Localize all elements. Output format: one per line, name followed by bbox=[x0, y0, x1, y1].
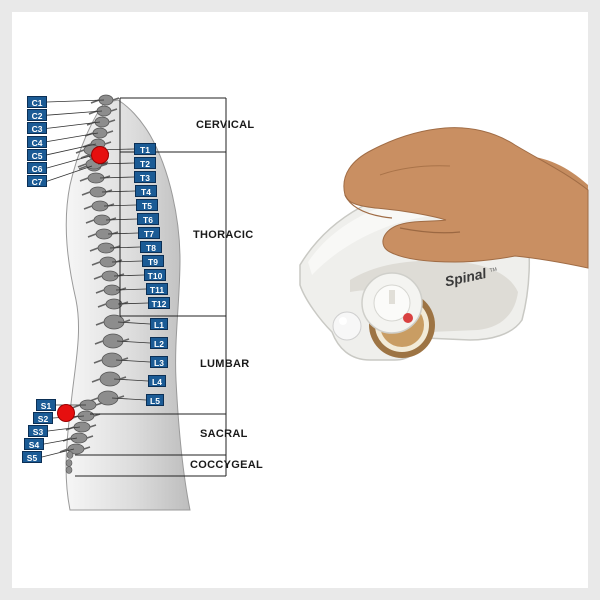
finger-crease bbox=[399, 227, 461, 234]
leader-line-t12 bbox=[117, 302, 149, 305]
vertebra-label-l4: L4 bbox=[148, 375, 166, 387]
vertebra-label-t3: T3 bbox=[134, 171, 156, 183]
vertebra-label-t4: T4 bbox=[135, 185, 157, 197]
device-brand-trademark: TM bbox=[489, 267, 497, 274]
knuckle-line bbox=[379, 165, 451, 176]
vertebra-label-c5: C5 bbox=[27, 148, 47, 161]
vertebra-process-s1 bbox=[71, 402, 103, 409]
hand bbox=[343, 127, 589, 269]
device-knob bbox=[332, 311, 362, 341]
coccyx-segment bbox=[66, 451, 74, 459]
vertebra-label-s4: S4 bbox=[24, 438, 44, 450]
leader-line-t10 bbox=[113, 274, 145, 277]
vertebra-label-s2: S2 bbox=[33, 412, 53, 424]
leader-line-c3 bbox=[46, 121, 101, 129]
vertebra-label-t6: T6 bbox=[137, 213, 159, 225]
vertebra-label-c4: C4 bbox=[27, 135, 47, 148]
leader-line-t2 bbox=[97, 162, 135, 165]
vertebra-label-s1: S1 bbox=[36, 399, 56, 411]
device-red-indicator bbox=[403, 313, 413, 323]
vertebra-label-t1: T1 bbox=[134, 143, 156, 155]
vertebra-label-t7: T7 bbox=[138, 227, 160, 239]
leader-line-c1 bbox=[46, 99, 105, 103]
leader-line-c2 bbox=[46, 110, 103, 116]
leader-line-l4 bbox=[113, 378, 149, 382]
vertebra-label-t10: T10 bbox=[144, 269, 166, 281]
leader-line-t4 bbox=[101, 190, 136, 193]
region-label-thoracic: THORACIC bbox=[193, 229, 254, 241]
vertebra-label-c1: C1 bbox=[27, 96, 47, 108]
vertebra-label-t11: T11 bbox=[146, 283, 168, 295]
leader-line-c5 bbox=[46, 143, 97, 156]
vertebra-label-c7: C7 bbox=[27, 175, 47, 188]
vertebra-label-l1: L1 bbox=[150, 318, 168, 330]
vertebra-label-s3: S3 bbox=[28, 425, 48, 437]
region-label-coccygeal: COCCYGEAL bbox=[190, 459, 263, 471]
leader-line-l2 bbox=[116, 340, 151, 344]
leader-line-l5 bbox=[111, 397, 147, 401]
region-label-lumbar: LUMBAR bbox=[200, 358, 250, 370]
leader-line-c6 bbox=[46, 154, 95, 169]
vertebral-column bbox=[59, 94, 131, 474]
device-knob-highlight bbox=[339, 317, 347, 325]
vertebra-process-l4 bbox=[91, 376, 127, 383]
leader-line-s5 bbox=[41, 448, 75, 458]
vertebra-label-c2: C2 bbox=[27, 109, 47, 122]
leader-line-s3 bbox=[47, 426, 81, 432]
device-dial-slot bbox=[389, 290, 395, 304]
vertebra-label-s5: S5 bbox=[22, 451, 42, 463]
vertebra-label-c3: C3 bbox=[27, 122, 47, 135]
vertebra-label-t5: T5 bbox=[136, 199, 158, 211]
vertebra-label-l3: L3 bbox=[150, 356, 168, 368]
region-label-sacral: SACRAL bbox=[200, 428, 248, 440]
leader-line-t7 bbox=[107, 232, 139, 235]
leader-line-c4 bbox=[46, 132, 99, 142]
leader-line-s4 bbox=[43, 437, 78, 445]
red-marker-s2 bbox=[58, 405, 74, 421]
vertebra-process-l1 bbox=[95, 319, 131, 326]
coccyx-segment bbox=[65, 466, 73, 474]
vertebra-label-t2: T2 bbox=[134, 157, 156, 169]
leader-line-t8 bbox=[109, 246, 141, 249]
region-label-cervical: CERVICAL bbox=[196, 119, 255, 131]
leader-line-t6 bbox=[105, 218, 138, 221]
thumb bbox=[344, 194, 393, 219]
leader-lines bbox=[41, 99, 151, 458]
vertebra-label-t8: T8 bbox=[140, 241, 162, 253]
leader-line-t9 bbox=[111, 260, 143, 263]
red-marker-t1 bbox=[92, 147, 108, 163]
leader-line-c7 bbox=[46, 165, 93, 182]
leader-line-l1 bbox=[117, 321, 151, 325]
vertebra-label-l2: L2 bbox=[150, 337, 168, 349]
leader-line-t11 bbox=[115, 288, 147, 291]
vertebra-process-s5 bbox=[59, 446, 91, 453]
vertebra-label-t12: T12 bbox=[148, 297, 170, 309]
vertebra-label-t9: T9 bbox=[142, 255, 164, 267]
vertebra-label-l5: L5 bbox=[146, 394, 164, 406]
vertebra-process-l2 bbox=[94, 338, 130, 345]
vertebra-label-c6: C6 bbox=[27, 162, 47, 174]
leader-line-l3 bbox=[115, 359, 151, 363]
vertebra-process-l3 bbox=[93, 357, 129, 364]
leader-line-t3 bbox=[99, 176, 135, 179]
